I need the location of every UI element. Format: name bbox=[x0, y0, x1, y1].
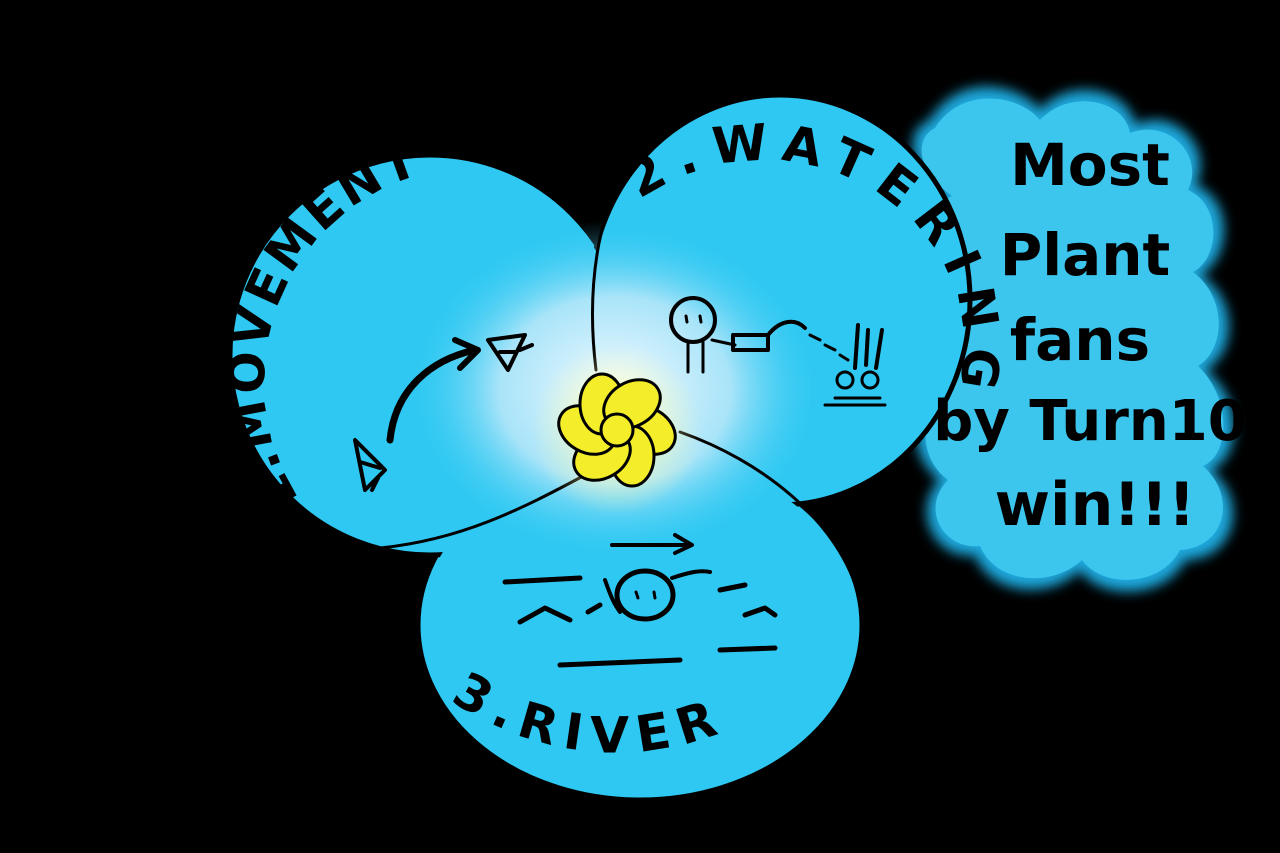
note-cloud bbox=[912, 86, 1234, 592]
boat-icon bbox=[486, 333, 534, 372]
watering-can-icon bbox=[731, 319, 850, 362]
arrow-icon bbox=[610, 533, 694, 555]
swimmer-icon bbox=[603, 568, 712, 622]
note-line: Most bbox=[1010, 131, 1170, 199]
note-line: win!!! bbox=[995, 470, 1196, 540]
note-line: by Turn10 bbox=[933, 389, 1246, 454]
waves-icon bbox=[502, 575, 778, 668]
flower-center bbox=[599, 412, 635, 448]
note-line: Plant bbox=[1000, 221, 1171, 289]
curved-arrow-icon bbox=[386, 337, 481, 444]
plant-icon bbox=[823, 323, 887, 407]
note-line: fans bbox=[1010, 306, 1150, 374]
note-text: Most Plant fans by Turn10 win!!! bbox=[933, 131, 1246, 540]
flower-icon bbox=[532, 345, 702, 515]
boat-icon bbox=[353, 438, 387, 492]
